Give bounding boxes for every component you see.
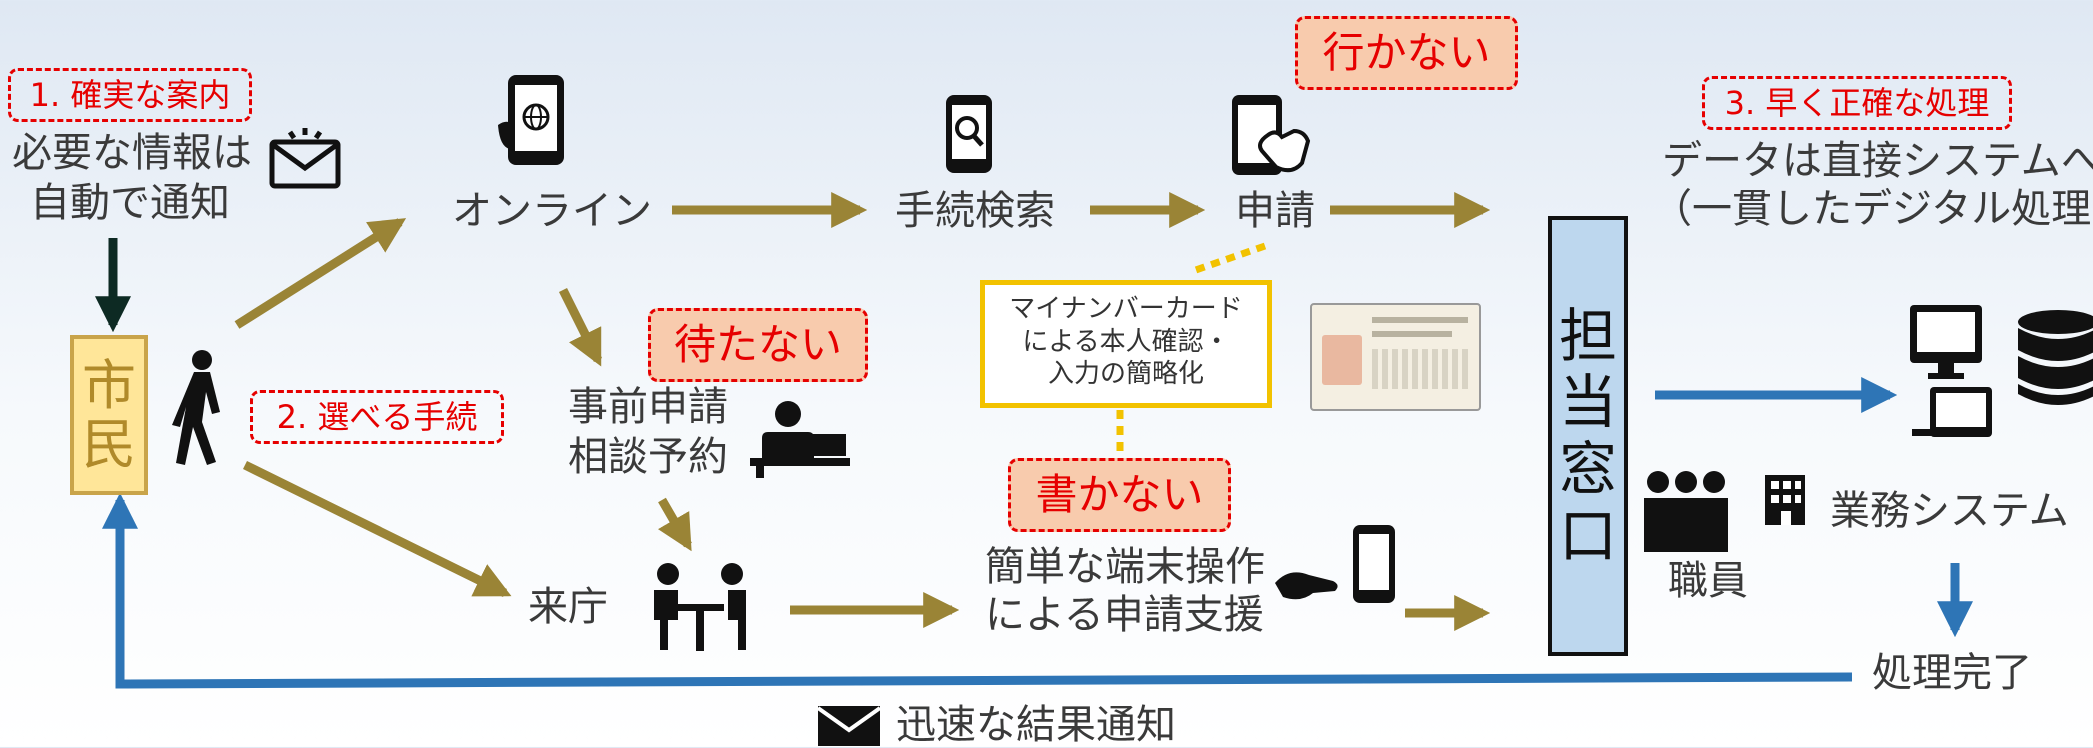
terminal-line2: による申請支援	[985, 592, 1264, 638]
phone-search-icon	[946, 95, 992, 173]
mynumber-box: マイナンバーカード による本人確認・ 入力の簡略化	[980, 280, 1272, 408]
prior-apply-line2: 相談予約	[568, 434, 728, 480]
mynumber-card-image	[1310, 303, 1481, 411]
apply-label: 申請	[1235, 188, 1315, 234]
tag-choice: 2. 選べる手続	[250, 390, 504, 444]
tag-no-write: 書かない	[1008, 458, 1231, 532]
online-label: オンライン	[452, 188, 652, 234]
citizen-char-2: 民	[82, 413, 136, 476]
visit-label: 来庁	[528, 584, 608, 630]
tag-no-wait: 待たない	[648, 308, 868, 382]
system-label: 業務システム	[1830, 488, 2069, 534]
database-icon	[2018, 310, 2093, 405]
direct-data-line1: データは直接システムへ	[1662, 138, 2093, 184]
tag-processing: 3. 早く正確な処理	[1702, 76, 2012, 130]
desk-person-icon	[750, 401, 850, 478]
tag-no-visit: 行かない	[1295, 16, 1518, 90]
arrow-prior-consult	[658, 497, 692, 552]
window-char-1: 担	[1558, 301, 1617, 370]
smartphone-globe-icon	[498, 75, 564, 165]
auto-notice-line1: 必要な情報は	[12, 130, 252, 176]
direct-data-line2: （一貫したデジタル処理）	[1652, 186, 2093, 232]
tablet-tap-icon	[1232, 95, 1311, 175]
citizen-char-1: 市	[82, 353, 136, 417]
computer-icon	[1910, 305, 1992, 437]
mynumber-connector	[1116, 242, 1267, 455]
window-char-4: 口	[1558, 501, 1617, 570]
mynumber-line1: マイナンバーカード	[1009, 294, 1243, 324]
search-label: 手続検索	[895, 188, 1055, 234]
window-char-3: 窓	[1558, 435, 1617, 503]
result-notice-label: 迅速な結果通知	[896, 702, 1176, 748]
arrow-result-return	[102, 492, 1853, 689]
arrow-citizen-online	[234, 218, 407, 329]
mynumber-line3: 入力の簡略化	[1047, 359, 1204, 389]
arrow-online-prior	[558, 287, 603, 367]
building-icon	[1765, 475, 1805, 525]
prior-apply-line1: 事前申請	[568, 384, 728, 430]
mail-icon	[816, 706, 882, 746]
window-char-2: 当	[1558, 368, 1617, 437]
walking-person-icon	[172, 350, 220, 465]
done-label: 処理完了	[1872, 650, 2032, 696]
staff-label: 職員	[1668, 558, 1748, 604]
citizen-box: 市 民	[70, 335, 148, 495]
envelope-bell-icon	[269, 128, 341, 189]
tag-guidance: 1. 確実な案内	[8, 68, 252, 122]
consultation-icon	[654, 563, 746, 651]
hand-phone-icon	[1275, 525, 1395, 603]
mynumber-line2: による本人確認・	[1022, 326, 1230, 357]
terminal-line1: 簡単な端末操作	[985, 544, 1265, 590]
auto-notice-line2: 自動で通知	[30, 180, 230, 226]
service-window-box: 担 当 窓 口	[1548, 216, 1628, 656]
arrow-citizen-visit	[243, 460, 512, 598]
staff-group-icon	[1644, 471, 1728, 552]
